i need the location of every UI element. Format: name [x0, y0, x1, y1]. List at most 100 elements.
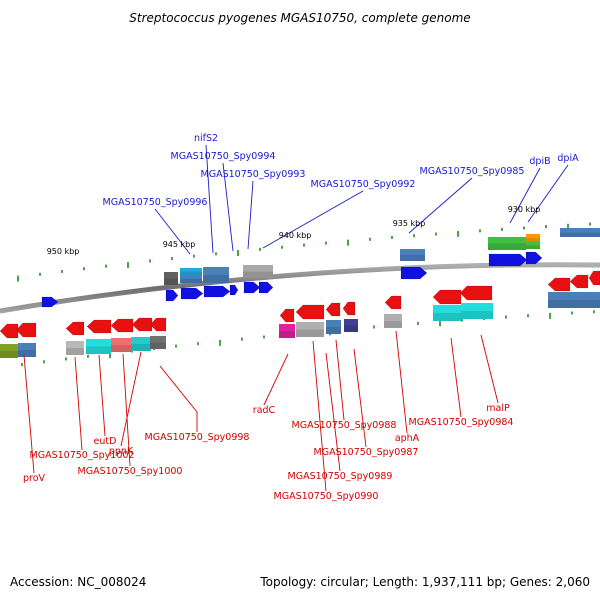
gene-label[interactable]: MGAS10750_Spy0993 — [201, 169, 306, 180]
gene-label[interactable]: dpiB — [529, 156, 550, 167]
feature-box-shade — [164, 278, 178, 285]
gene-label[interactable]: nifS2 — [194, 133, 218, 144]
feature-box[interactable] — [86, 339, 111, 354]
forward-gene-arrow[interactable] — [258, 281, 274, 294]
leader-line — [353, 348, 367, 448]
feature-box-shade — [0, 351, 18, 358]
topology-text: Topology: circular; Length: 1,937,111 bp… — [259, 575, 590, 589]
feature-box[interactable] — [526, 234, 540, 242]
reverse-gene-arrow[interactable] — [131, 317, 153, 332]
gene-label[interactable]: MGAS10750_Spy0988 — [292, 420, 397, 431]
forward-gene-arrow[interactable] — [400, 266, 428, 280]
reverse-gene-arrow[interactable] — [342, 301, 356, 316]
leader-line — [408, 177, 473, 234]
gene-label[interactable]: MGAS10750_Spy0985 — [420, 166, 525, 177]
leader-line — [154, 208, 191, 255]
gene-label[interactable]: MGAS10750_Spy0994 — [171, 151, 276, 162]
forward-gene-arrow[interactable] — [180, 287, 204, 300]
reverse-gene-arrow[interactable] — [547, 277, 571, 292]
feature-box-shade — [180, 279, 202, 283]
genome-backbone — [0, 262, 600, 314]
gene-label[interactable]: MGAS10750_Spy0984 — [409, 417, 514, 428]
feature-box[interactable] — [560, 228, 600, 237]
feature-box[interactable] — [433, 305, 461, 321]
feature-box[interactable] — [131, 337, 151, 351]
reverse-gene-arrow[interactable] — [325, 302, 341, 317]
forward-gene-arrow[interactable] — [203, 285, 231, 298]
forward-gene-arrow[interactable] — [525, 251, 543, 265]
feature-box-shade — [279, 331, 295, 338]
gene-label[interactable]: eutD — [94, 436, 117, 447]
gene-label[interactable]: ppnK — [109, 446, 134, 457]
gene-label[interactable]: MGAS10750_Spy0987 — [314, 447, 419, 458]
gene-label[interactable]: proV — [23, 473, 46, 484]
reverse-gene-arrow[interactable] — [279, 308, 295, 323]
feature-box[interactable] — [66, 341, 84, 355]
feature-box[interactable] — [203, 267, 229, 283]
feature-box-shade — [150, 342, 166, 349]
gene-label[interactable]: MGAS10750_Spy1000 — [78, 466, 183, 477]
reverse-gene-arrow[interactable] — [86, 319, 112, 334]
feature-box[interactable] — [243, 265, 273, 278]
feature-box[interactable] — [296, 322, 324, 337]
feature-box-shade — [296, 329, 324, 337]
gene-label[interactable]: dpiA — [557, 153, 579, 164]
gene-label[interactable]: MGAS10750_Spy0989 — [288, 471, 393, 482]
feature-box[interactable] — [344, 319, 358, 332]
leader-line — [395, 330, 408, 434]
reverse-gene-arrow[interactable] — [459, 285, 493, 301]
gene-label[interactable]: MGAS10750_Spy0990 — [274, 491, 379, 502]
gene-label[interactable]: radC — [253, 405, 276, 416]
feature-box[interactable] — [526, 242, 540, 249]
feature-box[interactable] — [180, 268, 202, 275]
leader-line — [205, 144, 214, 254]
reverse-gene-arrow[interactable] — [295, 304, 325, 320]
forward-gene-arrow[interactable] — [243, 281, 261, 294]
feature-box[interactable] — [548, 292, 600, 308]
reverse-gene-arrow[interactable] — [15, 322, 37, 338]
feature-box[interactable] — [384, 314, 402, 328]
gene-label[interactable]: MGAS10750_Spy0992 — [311, 179, 416, 190]
feature-box[interactable] — [111, 338, 131, 352]
feature-box[interactable] — [461, 303, 493, 319]
feature-box[interactable] — [400, 249, 425, 261]
feature-box[interactable] — [0, 344, 18, 358]
reverse-gene-arrow[interactable] — [588, 270, 600, 286]
gene-label[interactable]: MGAS10750_Spy0996 — [103, 197, 208, 208]
gene-label[interactable]: malP — [486, 403, 510, 414]
feature-box-shade — [243, 271, 273, 278]
forward-gene-arrow[interactable] — [165, 289, 179, 302]
feature-box[interactable] — [326, 320, 341, 334]
leader-line — [159, 365, 198, 432]
feature-box[interactable] — [488, 237, 526, 250]
reverse-gene-arrow[interactable] — [110, 318, 134, 333]
feature-box[interactable] — [164, 272, 178, 285]
forward-gene-arrow[interactable] — [41, 296, 59, 308]
gene-label[interactable]: MGAS10750_Spy0998 — [145, 432, 250, 443]
feature-box-shade — [326, 327, 341, 334]
leader-line — [325, 352, 341, 472]
feature-box[interactable] — [180, 275, 202, 283]
leader-line — [509, 167, 541, 224]
leader-line — [222, 162, 234, 252]
feature-box-shade — [526, 245, 540, 249]
label-leader-lines — [23, 144, 569, 492]
reverse-gene-arrow[interactable] — [569, 274, 589, 289]
reverse-gene-arrow[interactable] — [149, 317, 167, 332]
reverse-gene-arrow[interactable] — [65, 321, 85, 336]
leader-line — [335, 339, 345, 421]
forward-gene-arrow[interactable] — [488, 253, 528, 267]
gene-label[interactable]: aphA — [395, 433, 420, 444]
leader-line — [122, 353, 131, 467]
feature-box[interactable] — [279, 324, 295, 338]
feature-box[interactable] — [150, 336, 166, 349]
reverse-gene-arrow[interactable] — [384, 295, 402, 310]
gene-label[interactable]: MGAS10750_Spy1002 — [30, 450, 135, 461]
forward-gene-arrow[interactable] — [229, 284, 239, 296]
feature-box[interactable] — [18, 343, 36, 357]
reverse-gene-arrow[interactable] — [432, 289, 462, 305]
feature-box-shade — [433, 313, 461, 321]
reverse-gene-arrow[interactable] — [0, 323, 19, 339]
feature-box-shade — [344, 325, 358, 332]
leader-line — [74, 356, 83, 451]
